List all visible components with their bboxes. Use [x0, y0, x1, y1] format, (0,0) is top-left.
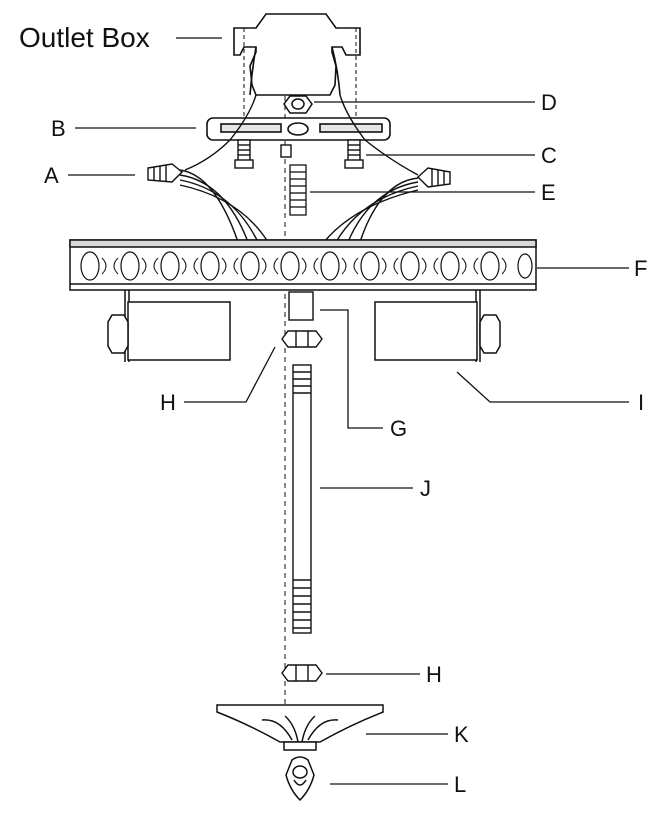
label-h-lower: H	[426, 662, 442, 687]
part-i-lamp-shade-left	[107, 290, 231, 362]
part-j-threaded-rod	[292, 364, 312, 634]
label-a: A	[44, 163, 59, 188]
label-outlet-box: Outlet Box	[19, 22, 150, 53]
part-b-crossbar	[206, 117, 391, 141]
label-j: J	[420, 476, 431, 501]
label-k: K	[454, 722, 469, 747]
label-l: L	[454, 772, 466, 797]
right-wire-nut	[416, 167, 451, 188]
label-b: B	[51, 116, 66, 141]
label-g: G	[390, 416, 407, 441]
part-f-decorative-band	[69, 239, 537, 291]
leader-lines	[68, 37, 629, 785]
part-c-screws	[234, 139, 364, 169]
part-a-wire-nut	[147, 163, 184, 183]
leader-g	[320, 309, 383, 429]
part-k-bottom-cap	[216, 704, 384, 751]
leader-i	[456, 371, 629, 403]
leader-h-upper	[184, 346, 276, 403]
label-f: F	[634, 256, 647, 281]
wires	[179, 94, 419, 243]
part-g-coupling	[288, 291, 314, 321]
label-i: I	[638, 390, 644, 415]
label-d: D	[541, 90, 557, 115]
outlet-box	[233, 13, 361, 96]
part-h-lower-nut	[281, 664, 323, 682]
label-h-upper: H	[160, 390, 176, 415]
part-h-upper-nut	[281, 330, 323, 348]
label-c: C	[541, 143, 557, 168]
part-i-lamp-shade-right	[374, 290, 501, 362]
part-l-finial	[285, 756, 315, 802]
label-e: E	[541, 180, 556, 205]
part-d-nut	[283, 95, 313, 114]
part-e-threaded-pipe	[289, 164, 307, 216]
